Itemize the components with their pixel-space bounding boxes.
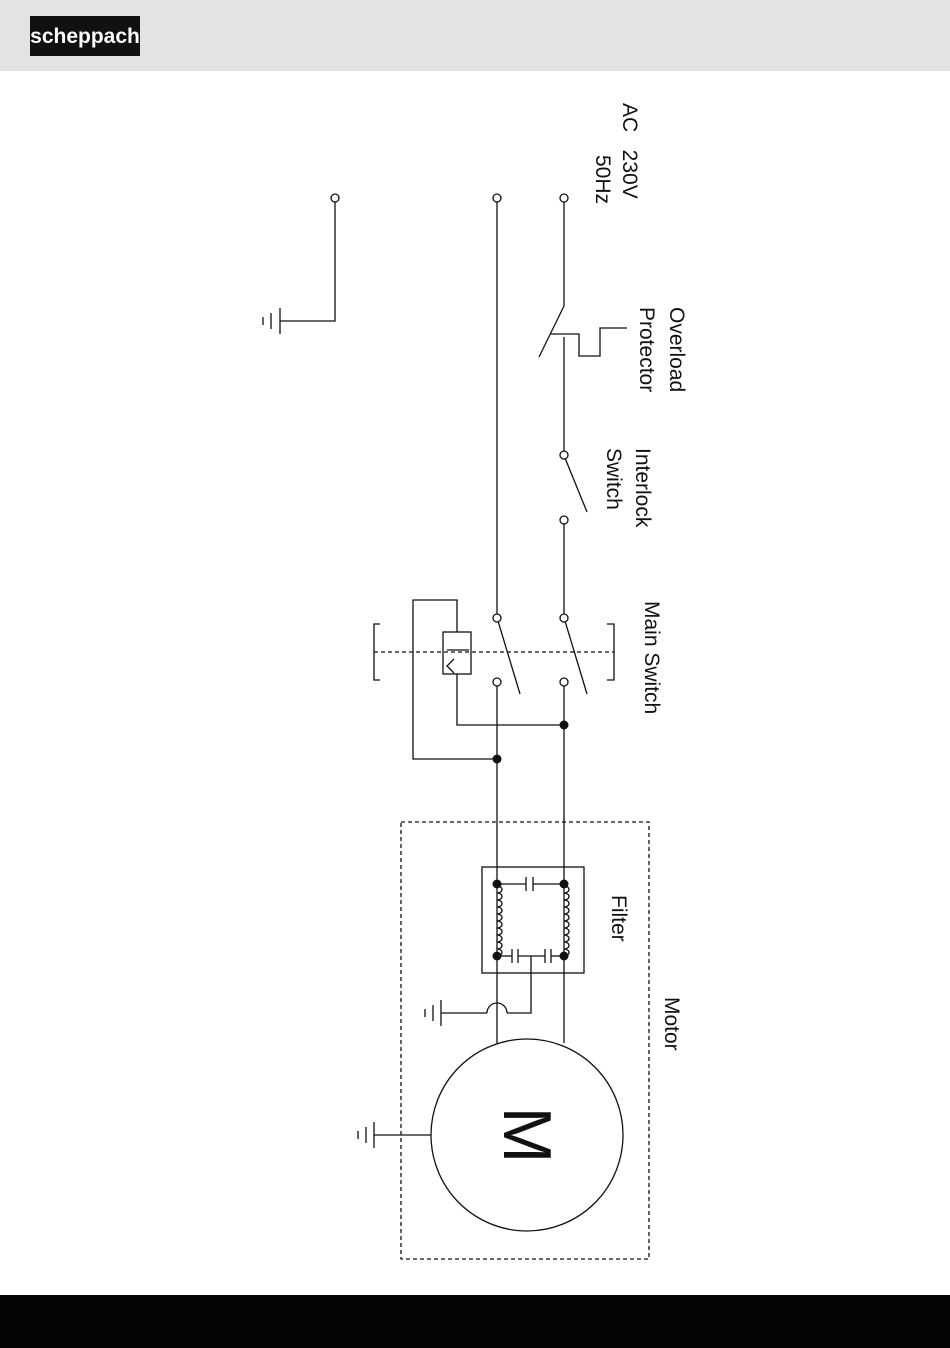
main-switch-terminal-2-in — [493, 614, 501, 622]
main-switch-terminal-2-out — [493, 678, 501, 686]
terminal-line1 — [560, 194, 568, 202]
overload-contact — [539, 306, 564, 357]
overload-label-line2: Protector — [635, 307, 658, 392]
relay-wire-b — [457, 674, 564, 725]
main-switch-terminal-1-in — [560, 614, 568, 622]
motor-enclosure — [401, 822, 649, 1259]
interlock-label-line1: Interlock — [631, 448, 654, 528]
relay-wire-a — [413, 600, 497, 759]
wire-earth-supply — [280, 202, 335, 321]
brand-name: scheppach — [30, 25, 140, 48]
page-footer — [0, 1295, 950, 1348]
interlock-contact — [565, 458, 587, 512]
filter-label: Filter — [607, 895, 630, 942]
overload-label-line1: Overload — [665, 307, 688, 392]
junction-dot — [493, 952, 502, 961]
brand-logo: scheppach — [30, 16, 140, 56]
terminal-earth — [331, 194, 339, 202]
supply-label-voltage: AC 230V — [618, 103, 641, 199]
motor-label: Motor — [660, 997, 683, 1051]
junction-dot — [493, 880, 502, 889]
undervoltage-relay — [443, 632, 471, 674]
interlock-label-line2: Switch — [602, 448, 625, 510]
supply-label-frequency: 50Hz — [591, 155, 614, 204]
motor-symbol-letter: M — [489, 1107, 565, 1164]
interlock-terminal-out — [560, 516, 568, 524]
overload-thermal-element — [551, 328, 627, 356]
main-switch-label: Main Switch — [640, 601, 663, 714]
filter-inductor-left — [497, 886, 502, 956]
junction-dot — [560, 721, 569, 730]
wiring-diagram: AC 230V 50Hz Overload Protector Interloc… — [0, 71, 950, 1295]
terminal-line2 — [493, 194, 501, 202]
interlock-terminal-in — [560, 451, 568, 459]
filter-inductor-right — [564, 886, 569, 956]
wire-filter-earth — [507, 973, 531, 1013]
page-header: scheppach — [0, 0, 950, 71]
junction-dot — [560, 952, 569, 961]
junction-dot — [493, 755, 502, 764]
junction-dot — [560, 880, 569, 889]
main-switch-terminal-1-out — [560, 678, 568, 686]
